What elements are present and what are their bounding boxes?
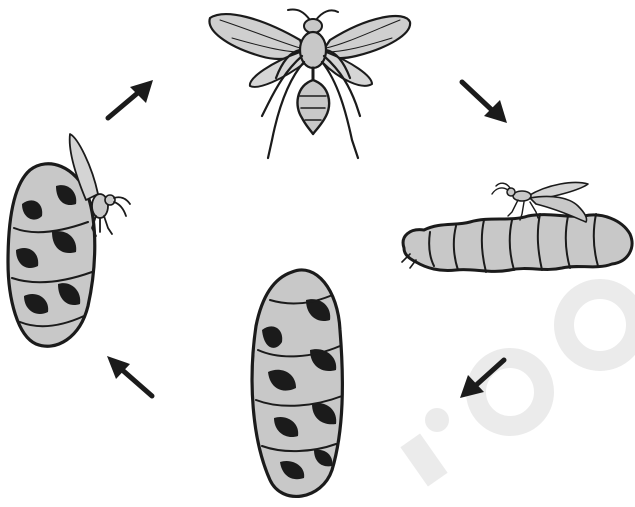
arrow-up-right-icon xyxy=(108,80,153,118)
larva-with-wasp-icon xyxy=(402,183,632,273)
arrow-down-right-icon xyxy=(462,82,507,123)
watermark xyxy=(400,289,635,487)
cocoon-with-emerging-wasp-icon xyxy=(8,134,130,346)
cocoon-icon xyxy=(252,270,342,496)
adult-wasp-icon xyxy=(209,9,410,158)
arrow-up-left-icon xyxy=(107,356,152,396)
